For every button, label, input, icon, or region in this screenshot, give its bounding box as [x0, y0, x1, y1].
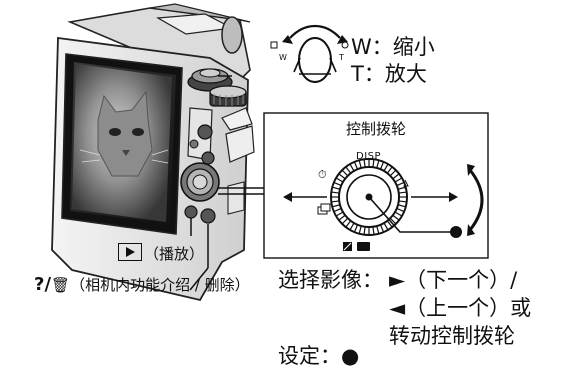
wheel-knurl-tick — [335, 177, 344, 183]
wheel-knurl-tick — [345, 166, 352, 174]
wheel-knurl-tick — [396, 181, 405, 187]
self-timer-icon: ⏱ — [318, 168, 327, 181]
wheel-knurl-tick — [341, 169, 349, 177]
wheel-knurl-tick — [392, 173, 400, 180]
wheel-callout-panel: ⏱ — [263, 112, 489, 259]
prev-image-text: ◄（上一个）或 — [389, 296, 532, 320]
next-image-text: ►（下一个）/ — [389, 268, 518, 292]
wheel-knurl-tick — [349, 163, 355, 172]
zoom-w-mark: W — [279, 53, 287, 62]
wheel-knurl-tick — [345, 220, 352, 228]
wheel-knurl-tick — [358, 225, 362, 234]
leader-lines — [189, 75, 272, 291]
zoom-t-mark: T — [339, 53, 344, 62]
help-icon: ?/ — [34, 274, 52, 295]
wheel-knurl-tick — [386, 166, 393, 174]
rotate-wheel-text: 转动控制拨轮 — [389, 324, 515, 348]
wheel-knurl-tick — [338, 173, 346, 180]
wheel-knurl-tick — [335, 211, 344, 217]
select-image-prefix: 选择影像： — [278, 268, 383, 292]
trash-icon: 🗑 — [51, 276, 71, 294]
wheel-knurl-tick — [397, 204, 406, 208]
wheel-knurl-tick — [379, 224, 385, 233]
wheel-knurl-tick — [338, 214, 346, 221]
wheel-knurl-tick — [332, 204, 341, 208]
help-delete-label: ?/🗑（相机内功能介绍 / 删除） — [34, 274, 250, 295]
wheel-knurl-tick — [372, 226, 375, 235]
wheel-knurl-tick — [394, 211, 403, 217]
wheel-knurl-tick — [383, 222, 389, 231]
play-button — [184, 205, 198, 219]
mode-dial — [209, 85, 247, 107]
wheel-knurl-tick — [363, 226, 366, 235]
zoom-w-label: W：缩小 — [351, 35, 435, 59]
wheel-knurl-tick — [332, 186, 341, 190]
delete-button — [200, 208, 216, 224]
flash-mode-icon — [357, 242, 370, 251]
wheel-knurl-tick — [341, 217, 349, 225]
play-icon — [118, 243, 142, 261]
wheel-knurl-tick — [396, 207, 405, 213]
upper-buttons — [187, 107, 255, 165]
wheel-knurl-tick — [379, 161, 385, 170]
wheel-knurl-tick — [349, 222, 355, 231]
wheel-knurl-tick — [376, 225, 380, 234]
set-dot — [450, 226, 462, 238]
play-label: （播放） — [118, 243, 204, 262]
wheel-knurl-tick — [392, 214, 400, 221]
wheel-knurl-tick — [353, 161, 359, 170]
wheel-disp-label: DISP — [356, 151, 382, 162]
set-text: 设定：● — [278, 344, 360, 368]
zoom-lever-callout — [270, 24, 349, 83]
wheel-knurl-tick — [353, 224, 359, 233]
wheel-knurl-tick — [333, 181, 342, 187]
wheel-knurl-tick — [372, 159, 375, 168]
wheel-knurl-tick — [358, 160, 362, 169]
camera-screen — [61, 53, 183, 235]
wheel-knurl-tick — [398, 200, 407, 203]
wheel-knurl-tick — [389, 217, 397, 225]
wheel-knurl-tick — [398, 191, 407, 194]
left-arrow-icon — [283, 192, 292, 202]
zoom-t-label: T：放大 — [351, 62, 427, 86]
camera-control-wheel — [180, 162, 245, 224]
wheel-knurl-tick — [386, 220, 393, 228]
wheel-knurl-tick — [333, 207, 342, 213]
wheel-title: 控制拨轮 — [346, 120, 407, 138]
wheel-knurl-tick — [331, 191, 340, 194]
wheel-knurl-tick — [394, 177, 403, 183]
right-arrow-icon — [449, 192, 458, 202]
flash-icon — [403, 179, 409, 193]
wheel-knurl-tick — [363, 159, 366, 168]
wheel-knurl-tick — [331, 200, 340, 203]
wheel-knurl-tick — [383, 163, 389, 172]
wheel-knurl-tick — [376, 160, 380, 169]
wheel-knurl-tick — [389, 169, 397, 177]
